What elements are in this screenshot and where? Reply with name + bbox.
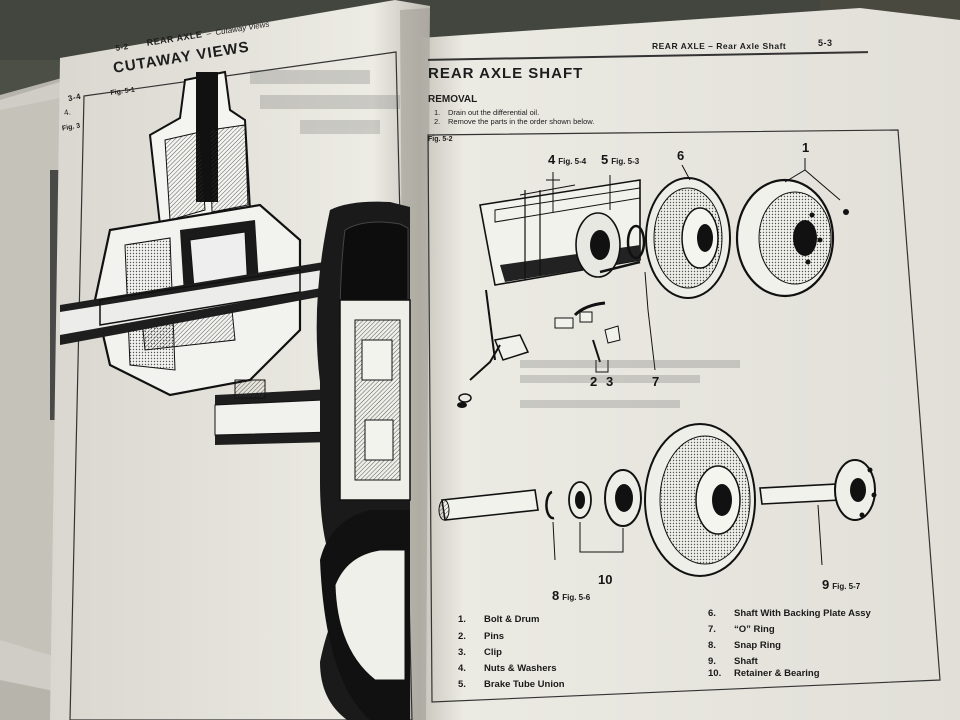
legend-item-3: 3. Clip bbox=[458, 647, 502, 658]
legend-8-num: 8. bbox=[708, 640, 716, 651]
legend-4-label: Nuts & Washers bbox=[484, 663, 557, 674]
legend-3-label: Clip bbox=[484, 647, 502, 658]
callout-6: 6 bbox=[677, 148, 684, 163]
legend-3-num: 3. bbox=[458, 647, 466, 658]
legend-7-num: 7. bbox=[708, 624, 716, 635]
step-2-text: Remove the parts in the order shown belo… bbox=[448, 117, 595, 126]
legend-1-num: 1. bbox=[458, 614, 466, 625]
removal-step-2: 2. Remove the parts in the order shown be… bbox=[434, 117, 594, 126]
legend-item-8: 8. Snap Ring bbox=[708, 640, 781, 651]
legend-10-num: 10. bbox=[708, 668, 722, 679]
legend-9-label: Shaft bbox=[734, 656, 758, 667]
legend-item-7: 7. “O” Ring bbox=[708, 624, 775, 635]
legend-5-label: Brake Tube Union bbox=[484, 679, 565, 690]
callout-1: 1 bbox=[802, 140, 809, 155]
callout-6-num: 6 bbox=[677, 148, 685, 163]
callout-10: 10 bbox=[598, 572, 612, 587]
removal-heading: REMOVAL bbox=[428, 94, 478, 105]
legend-item-6: 6. Shaft With Backing Plate Assy bbox=[708, 608, 871, 619]
callout-4-num: 4 bbox=[548, 152, 556, 167]
callout-3: 3 bbox=[606, 374, 613, 389]
callout-9-num: 9 bbox=[822, 577, 830, 592]
legend-10-label: Retainer & Bearing bbox=[734, 668, 820, 679]
callout-9-ref: Fig. 5-7 bbox=[832, 582, 861, 591]
legend-item-10: 10. Retainer & Bearing bbox=[708, 668, 820, 679]
legend-2-label: Pins bbox=[484, 631, 505, 642]
callout-5-num: 5 bbox=[601, 152, 609, 167]
step-1-num: 1. bbox=[434, 108, 441, 117]
legend-5-num: 5. bbox=[458, 679, 466, 690]
back-page-item: 4. bbox=[63, 107, 72, 118]
callout-8-ref: Fig. 5-6 bbox=[562, 593, 591, 602]
exploded-axle-diagram bbox=[438, 158, 877, 577]
callout-7: 7 bbox=[652, 374, 659, 389]
right-figure-label: Fig. 5-2 bbox=[428, 136, 453, 143]
right-section-title: REAR AXLE SHAFT bbox=[428, 65, 584, 82]
legend-7-label: “O” Ring bbox=[734, 624, 775, 635]
callout-2: 2 bbox=[590, 374, 597, 389]
callout-1-num: 1 bbox=[802, 140, 810, 155]
callout-4-ref: Fig. 5-4 bbox=[558, 157, 587, 166]
removal-step-1: 1. Drain out the differential oil. bbox=[434, 108, 539, 117]
legend-6-num: 6. bbox=[708, 608, 716, 619]
legend-item-4: 4. Nuts & Washers bbox=[458, 663, 557, 674]
legend-item-5: 5. Brake Tube Union bbox=[458, 679, 565, 690]
legend-2-num: 2. bbox=[458, 631, 466, 642]
callout-7-num: 7 bbox=[652, 374, 660, 389]
callout-8-num: 8 bbox=[552, 588, 560, 603]
legend-1-label: Bolt & Drum bbox=[484, 614, 540, 625]
right-header-page-num: 5-3 bbox=[818, 38, 833, 48]
legend-item-9: 9. Shaft bbox=[708, 656, 758, 667]
differential-cutaway-drawing bbox=[60, 70, 411, 720]
legend-8-label: Snap Ring bbox=[734, 640, 781, 651]
legend-item-2: 2. Pins bbox=[458, 631, 504, 642]
left-header-separator: – bbox=[205, 28, 212, 39]
step-2-num: 2. bbox=[434, 117, 441, 126]
legend-4-num: 4. bbox=[458, 663, 466, 674]
right-header-title: REAR AXLE – Rear Axle Shaft bbox=[652, 41, 787, 51]
legend-6-label: Shaft With Backing Plate Assy bbox=[734, 608, 871, 619]
legend-9-num: 9. bbox=[708, 656, 716, 667]
callout-2-num: 2 bbox=[590, 374, 598, 389]
callout-10-num: 10 bbox=[598, 572, 613, 587]
callout-3-num: 3 bbox=[606, 374, 614, 389]
legend-item-1: 1. Bolt & Drum bbox=[458, 614, 539, 625]
left-header-page-num: 5-2 bbox=[114, 41, 130, 53]
step-1-text: Drain out the differential oil. bbox=[448, 108, 540, 117]
callout-5-ref: Fig. 5-3 bbox=[611, 157, 640, 166]
